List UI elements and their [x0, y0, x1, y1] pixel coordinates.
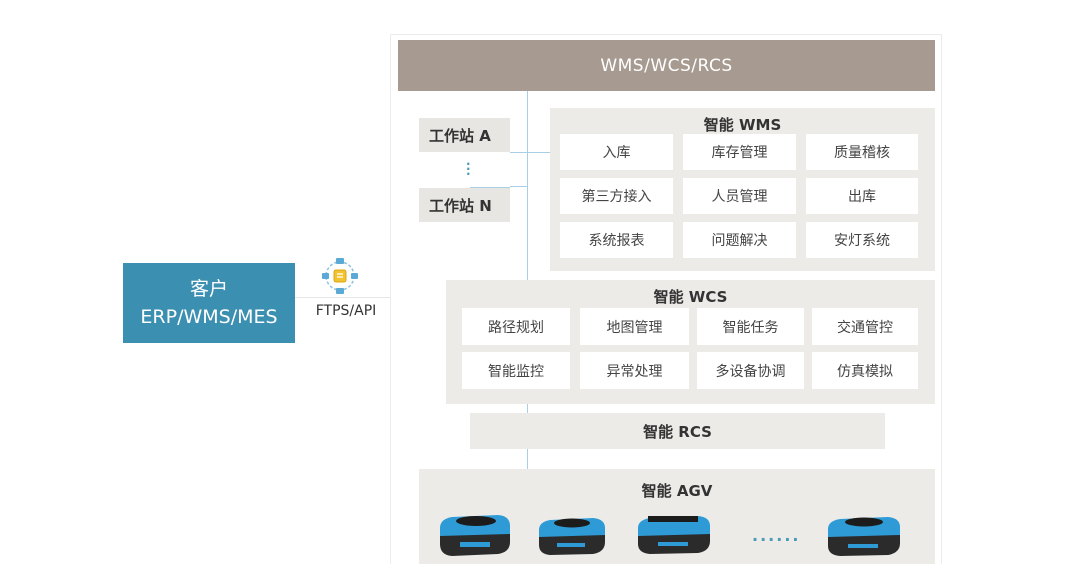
- connector-dots: [470, 187, 510, 188]
- wcs-cell: 智能监控: [462, 352, 570, 389]
- agv-robot-icon: [440, 515, 510, 556]
- wcs-cell: 多设备协调: [697, 352, 804, 389]
- wcs-cell: 仿真模拟: [812, 352, 918, 389]
- wms-cell: 人员管理: [683, 178, 796, 214]
- wcs-cell: 路径规划: [462, 308, 570, 345]
- wms-cell: 质量稽核: [806, 134, 918, 170]
- agv-robot-icon: [638, 516, 710, 554]
- station-dots: ···: [466, 157, 471, 181]
- wcs-cell: 交通管控: [812, 308, 918, 345]
- agv-title: 智能 AGV: [641, 482, 713, 500]
- connector-station-n: [510, 186, 528, 187]
- wms-cell: 出库: [806, 178, 918, 214]
- connector-station-a: [510, 152, 550, 153]
- wms-cell: 第三方接入: [560, 178, 673, 214]
- wcs-cell: 地图管理: [580, 308, 689, 345]
- wms-cell: 入库: [560, 134, 673, 170]
- wcs-cell: 智能任务: [697, 308, 804, 345]
- wms-cell: 库存管理: [683, 134, 796, 170]
- agv-robot-icon: [539, 518, 605, 555]
- customer-label: 客户: [189, 278, 228, 300]
- agv-robot-icon: [828, 517, 900, 556]
- station-a: 工作站 A: [419, 118, 510, 152]
- api-label: FTPS/API: [315, 303, 377, 319]
- system-frame: [390, 34, 942, 564]
- wcs-title: 智能 WCS: [653, 288, 728, 306]
- wcs-cell: 异常处理: [580, 352, 689, 389]
- agv-ellipsis: ......: [752, 526, 801, 545]
- station-n: 工作站 N: [419, 188, 510, 222]
- wms-cell: 系统报表: [560, 222, 673, 258]
- wms-cell: 问题解决: [683, 222, 796, 258]
- customer-systems: ERP/WMS/MES: [140, 306, 278, 328]
- system-header: WMS/WCS/RCS: [398, 40, 935, 91]
- api-connector: [295, 297, 390, 298]
- rcs-bar: 智能 RCS: [470, 413, 885, 449]
- api-integration-icon: [322, 258, 358, 294]
- wms-cell: 安灯系统: [806, 222, 918, 258]
- customer-box: 客户 ERP/WMS/MES: [123, 263, 295, 343]
- wms-title: 智能 WMS: [703, 116, 782, 134]
